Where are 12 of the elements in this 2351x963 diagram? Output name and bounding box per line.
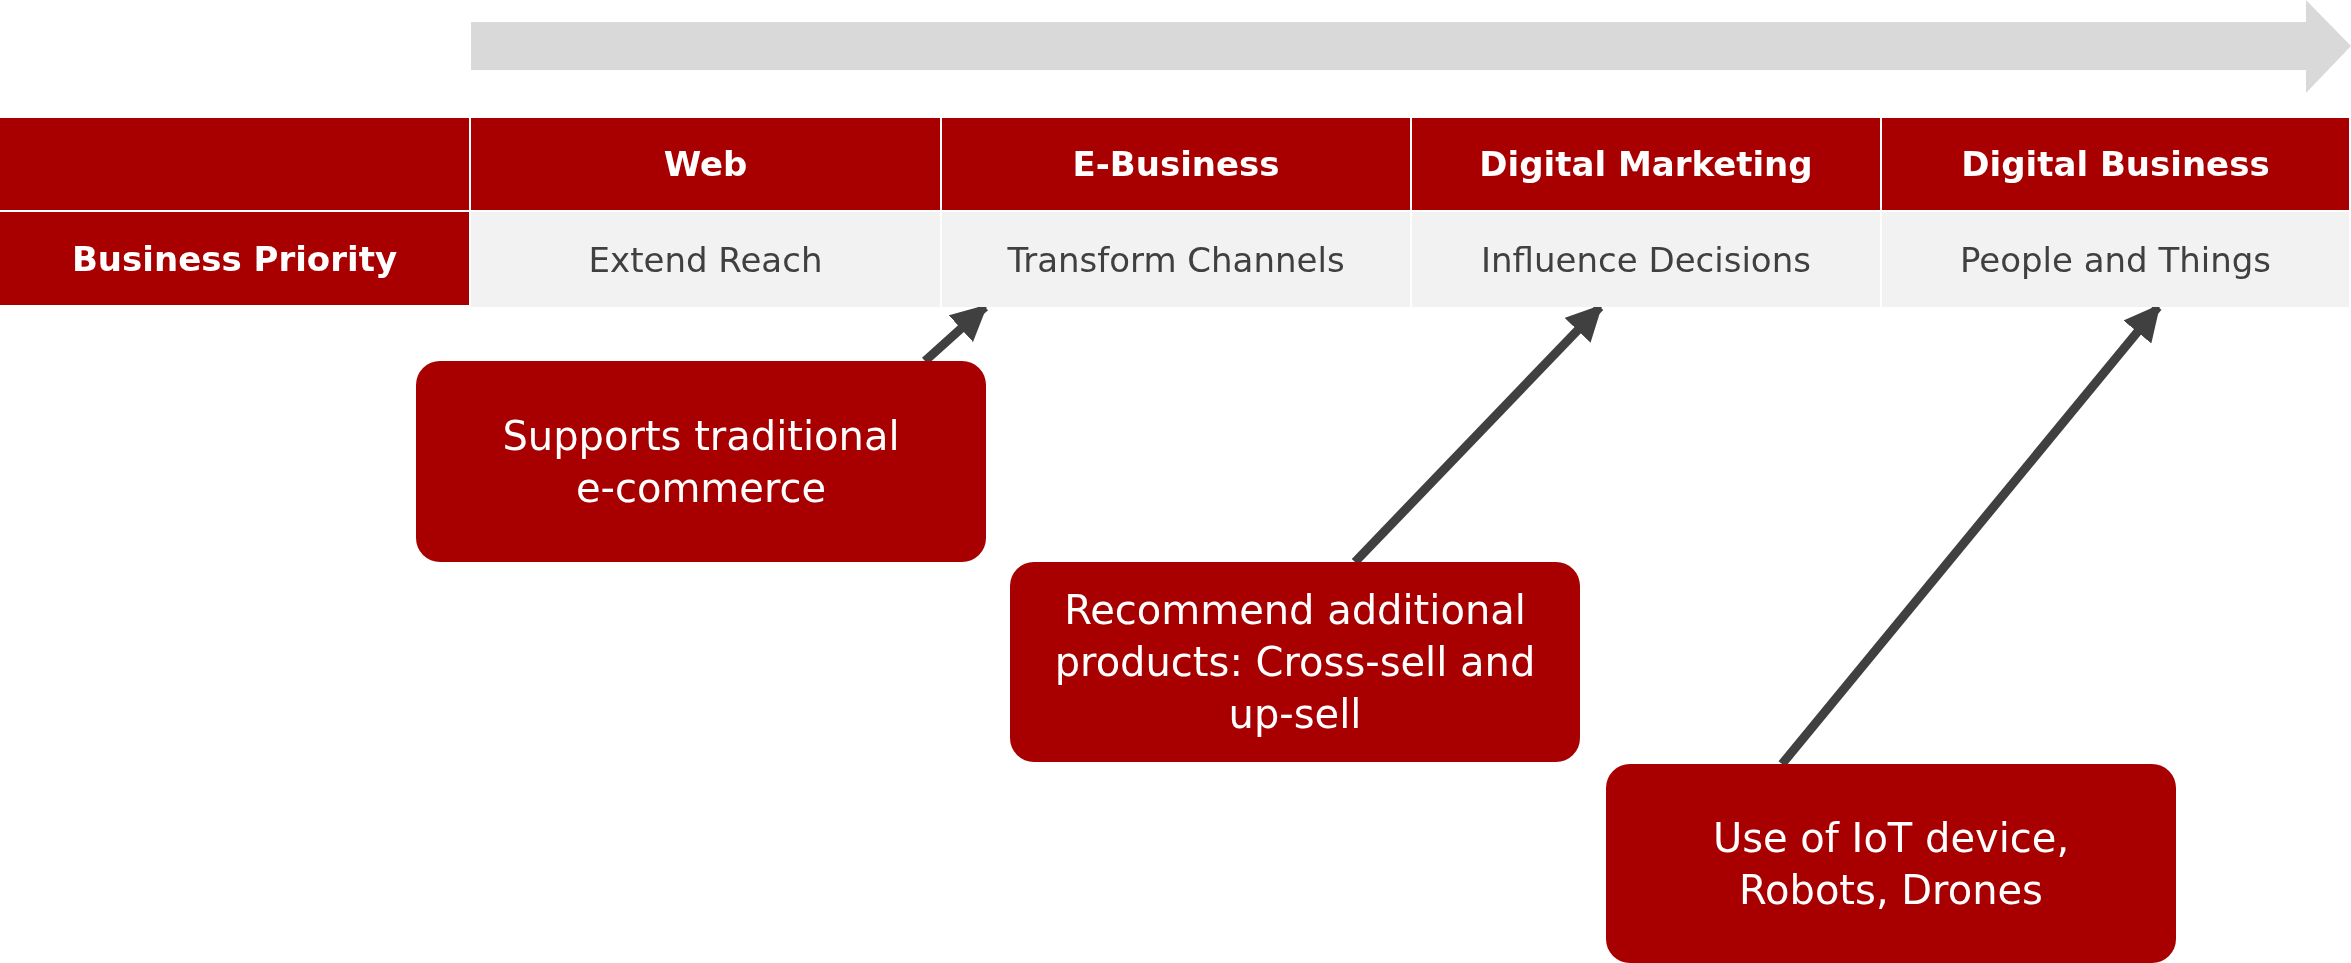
table-cell: Transform Channels	[942, 212, 1412, 307]
table-cell: Influence Decisions	[1412, 212, 1882, 307]
row-header-cell: Business Priority	[0, 212, 471, 307]
header-cell: Web	[471, 118, 942, 212]
callout-box: Use of IoT device, Robots, Drones	[1606, 764, 2176, 963]
callout-box: Recommend additional products: Cross-sell and up-sell	[1010, 562, 1580, 762]
table-cell: Extend Reach	[471, 212, 942, 307]
header-cell: Digital Business	[1882, 118, 2351, 212]
table-cell: People and Things	[1882, 212, 2351, 307]
callout-box: Supports traditional e-commerce	[416, 361, 986, 562]
header-cell: E-Business	[942, 118, 1412, 212]
header-cell: Digital Marketing	[1412, 118, 1882, 212]
